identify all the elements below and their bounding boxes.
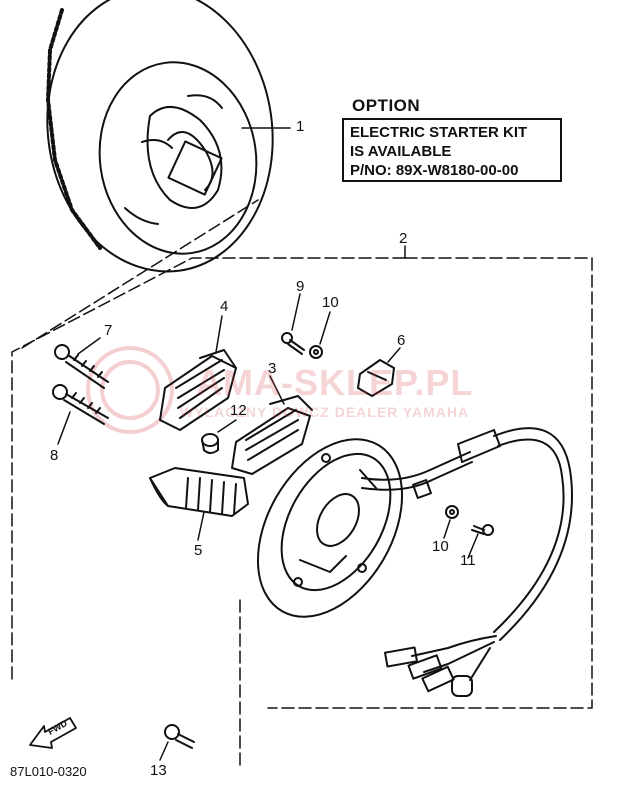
callout-7: 7: [104, 322, 113, 339]
leader-8: [57, 411, 71, 445]
callout-11: 11: [460, 552, 476, 569]
watermark-text: AMA-SKLEP.PL: [196, 362, 474, 403]
screw-13: [164, 724, 195, 749]
fwd-arrow-icon: [29, 717, 77, 749]
nut-10-right: [445, 505, 459, 519]
option-line-3: P/NO: 89X-W8180-00-00: [350, 162, 519, 179]
screw-11: [471, 524, 494, 536]
callout-12: 12: [230, 402, 247, 419]
callout-9: 9: [296, 278, 305, 295]
assembly-outline: [11, 199, 593, 769]
option-title: OPTION: [352, 96, 421, 115]
leader-7: [77, 337, 101, 355]
leader-10b: [443, 519, 451, 539]
callout-3: 3: [268, 360, 277, 377]
watermark-logo: [86, 346, 174, 434]
diagram-code: 87L010-0320: [10, 764, 87, 779]
callout-8: 8: [50, 447, 59, 464]
watermark-subtext: WYLACZNY DOWCZ DEALER YAMAHA: [180, 404, 470, 420]
wire-harness: [361, 427, 573, 697]
leader-11: [467, 533, 479, 559]
callout-6: 6: [397, 332, 406, 349]
flywheel-magneto: [46, 0, 274, 273]
leader-6: [387, 347, 401, 363]
bolt-7: [54, 344, 109, 389]
coil-4: [159, 349, 237, 431]
spacer-12: [201, 433, 219, 454]
callout-10-right: 10: [432, 538, 449, 555]
option-line-2: IS AVAILABLE: [350, 143, 452, 160]
option-line-1: ELECTRIC STARTER KIT: [350, 124, 528, 141]
callout-4: 4: [220, 298, 229, 315]
stator-base-plate: [256, 438, 404, 618]
callout-10-top: 10: [322, 294, 339, 311]
coil-5: [149, 467, 249, 517]
leader-13: [159, 741, 169, 761]
callout-13: 13: [150, 762, 167, 779]
clamp-6: [357, 359, 395, 397]
bolt-8: [52, 384, 109, 425]
coil-3: [231, 395, 313, 475]
screw-9: [281, 332, 305, 355]
leader-9: [291, 293, 301, 331]
leader-12: [217, 419, 237, 433]
leader-3: [269, 375, 285, 405]
option-note-box: ELECTRIC STARTER KIT IS AVAILABLE P/NO: …: [342, 118, 562, 182]
nut-10: [309, 345, 323, 359]
leader-10a: [319, 311, 331, 345]
callout-5: 5: [194, 542, 203, 559]
callout-2: 2: [399, 230, 408, 247]
leader-4: [215, 315, 223, 353]
callout-1: 1: [296, 118, 305, 135]
leader-5: [197, 511, 205, 541]
